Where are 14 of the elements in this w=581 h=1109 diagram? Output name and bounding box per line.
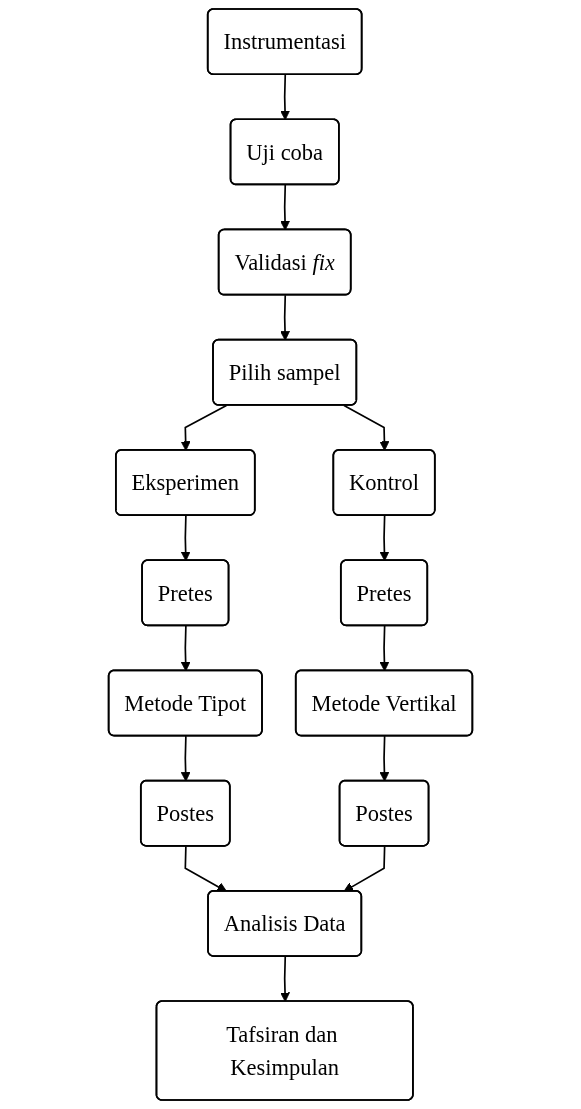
arrow xyxy=(280,294,290,341)
arrow xyxy=(180,404,228,451)
arrow xyxy=(379,514,390,562)
arrow xyxy=(184,845,227,892)
arrow xyxy=(379,735,390,782)
arrow xyxy=(280,73,290,121)
arrow xyxy=(280,955,290,1003)
arrow xyxy=(343,404,390,451)
arrow xyxy=(379,625,390,672)
arrow xyxy=(180,514,191,562)
arrow xyxy=(180,625,191,672)
arrow xyxy=(343,845,386,892)
arrow xyxy=(180,735,191,782)
arrow xyxy=(280,184,290,231)
